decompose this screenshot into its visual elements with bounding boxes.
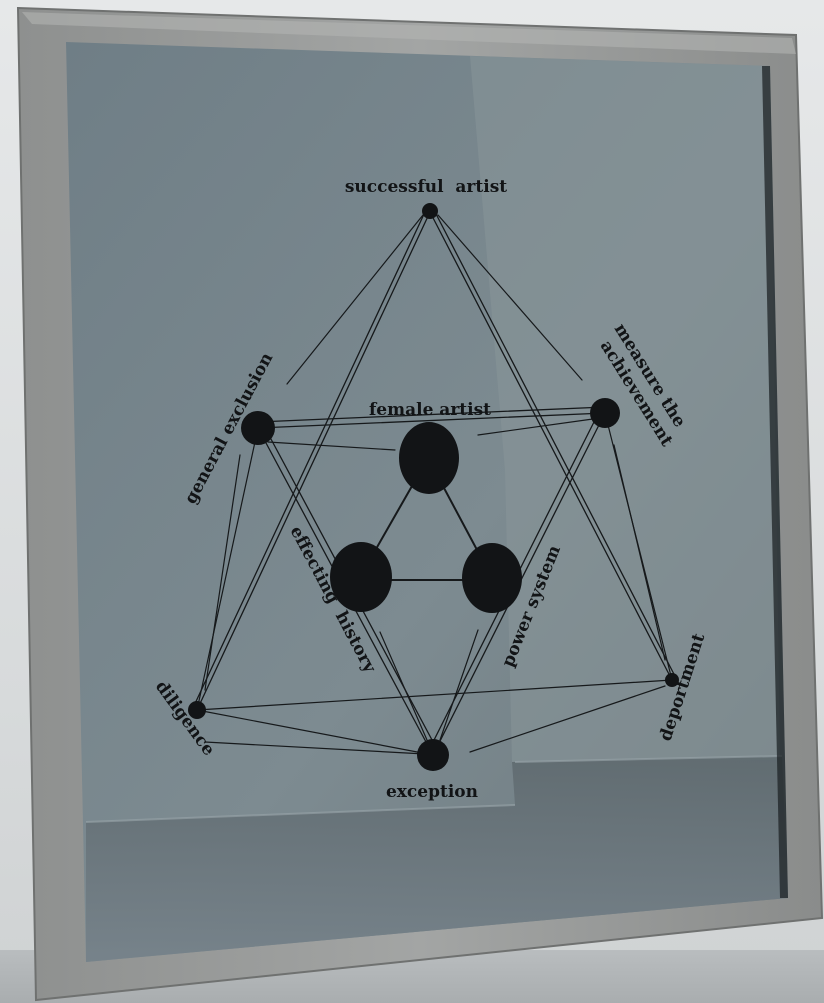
node-successful-artist [422,203,438,219]
node-measure-achievement [590,398,620,428]
label-female-artist: female artist [369,400,491,420]
node-power-system [462,543,522,613]
node-female-artist [399,422,459,494]
node-exception [417,739,449,771]
label-exception: exception [386,782,478,802]
label-successful-artist: successful artist [345,177,507,197]
